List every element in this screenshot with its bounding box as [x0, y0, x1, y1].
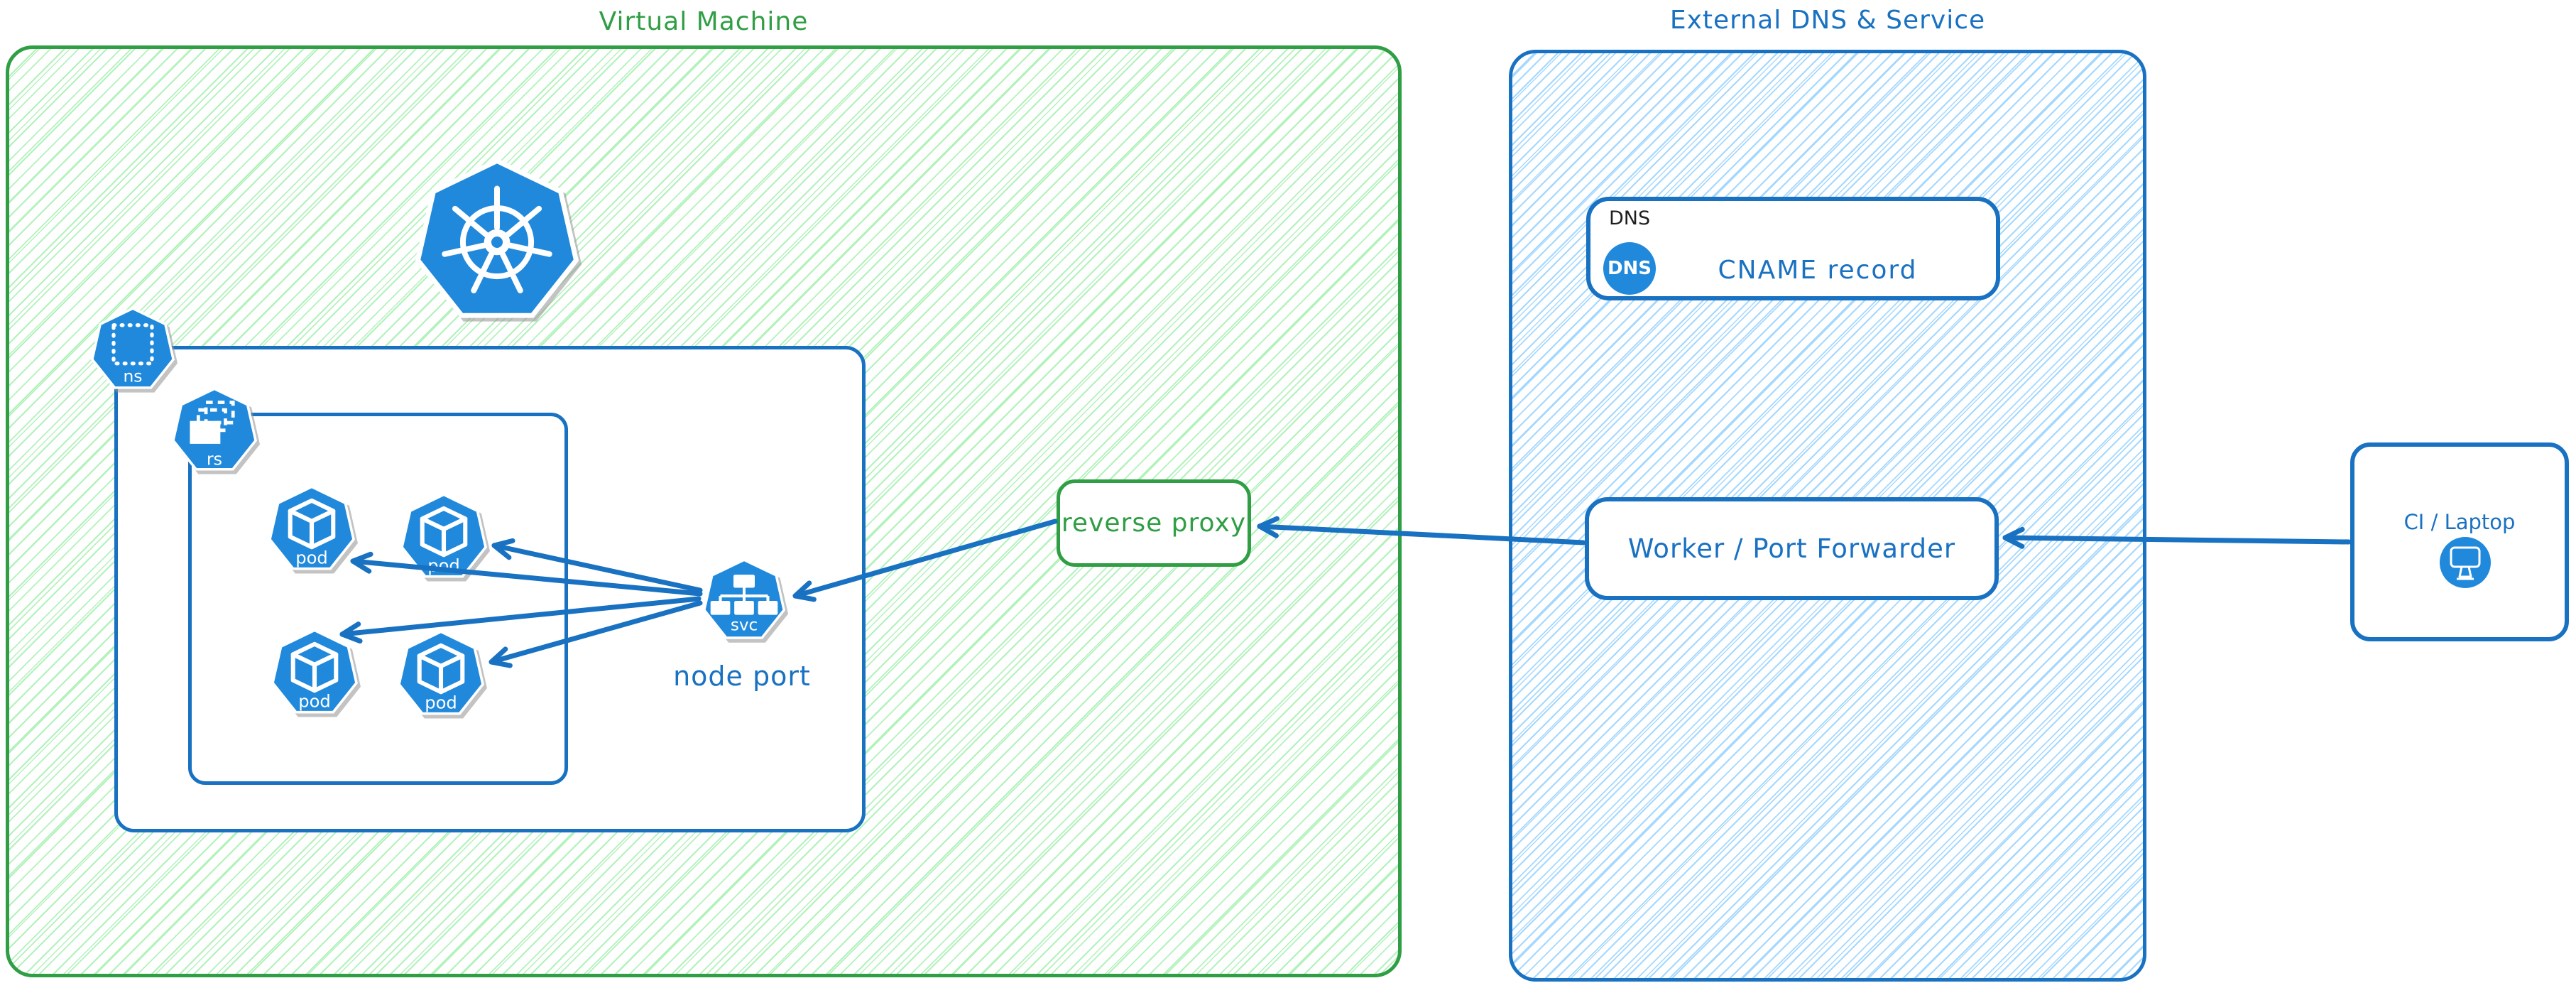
dns-tag: DNS: [1609, 207, 1651, 229]
reverse-proxy-box: reverse proxy: [1057, 479, 1251, 567]
pod-icon: pod: [271, 629, 358, 721]
kubernetes-logo-icon: [415, 158, 579, 318]
replicaset-icon-label: rs: [207, 450, 222, 469]
external-dns-service-title: External DNS & Service: [1669, 6, 1986, 35]
service-icon: svc: [703, 558, 785, 639]
dns-icon-label: DNS: [1607, 258, 1652, 279]
namespace-icon: ns: [91, 307, 175, 389]
node-port-label: node port: [673, 661, 811, 692]
dns-icon: DNS: [1603, 242, 1656, 295]
virtual-machine-title: Virtual Machine: [599, 7, 809, 36]
cname-record-label: CNAME record: [1718, 256, 1918, 285]
svg-text:pod: pod: [425, 693, 457, 712]
pod-icon: pod: [268, 485, 355, 577]
ci-laptop-label: CI / Laptop: [2403, 510, 2516, 534]
reverse-proxy-label: reverse proxy: [1061, 509, 1247, 538]
worker-port-forwarder-box: Worker / Port Forwarder: [1585, 497, 1999, 600]
service-icon-label: svc: [731, 617, 758, 635]
namespace-icon-label: ns: [123, 366, 142, 386]
svg-text:pod: pod: [295, 548, 328, 567]
pod-icon: pod: [398, 630, 484, 722]
worker-port-forwarder-label: Worker / Port Forwarder: [1627, 533, 1956, 564]
dns-record-box: [1586, 197, 2000, 300]
svg-text:pod: pod: [427, 555, 460, 575]
replicaset-icon: rs: [172, 387, 257, 471]
svg-text:pod: pod: [298, 691, 331, 711]
pod-icon: pod: [400, 493, 487, 585]
laptop-icon: [2440, 537, 2491, 588]
